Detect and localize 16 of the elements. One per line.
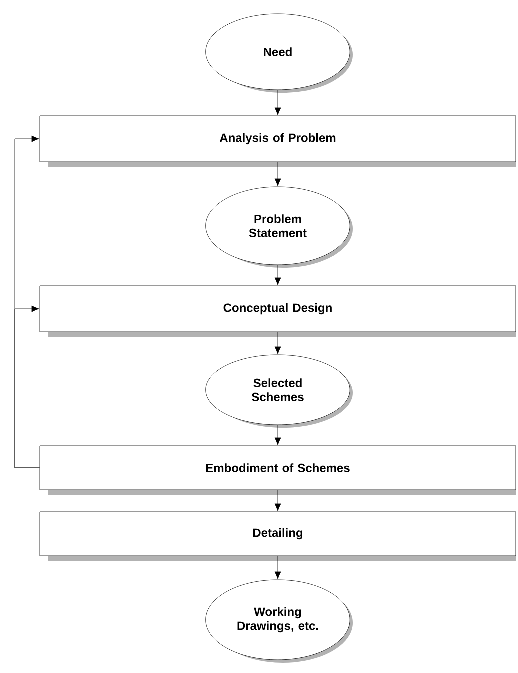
arrow [274,556,282,580]
arrow [274,90,282,116]
oval: Problem Statement [206,186,353,268]
oval: Working Drawings, etc. [206,580,353,663]
oval: Need [206,14,353,93]
arrow [274,162,282,186]
arrow [14,136,40,468]
arrow [274,490,282,512]
process-box: Embodiment of Schemes [40,446,516,495]
arrow [274,332,282,354]
oval: Selected Schemes [206,354,353,428]
process-box: Detailing [40,512,516,561]
process-box: Analysis of Problem [40,116,516,167]
arrow [274,265,282,286]
arrow [274,425,282,446]
process-box: Conceptual Design [40,286,516,337]
